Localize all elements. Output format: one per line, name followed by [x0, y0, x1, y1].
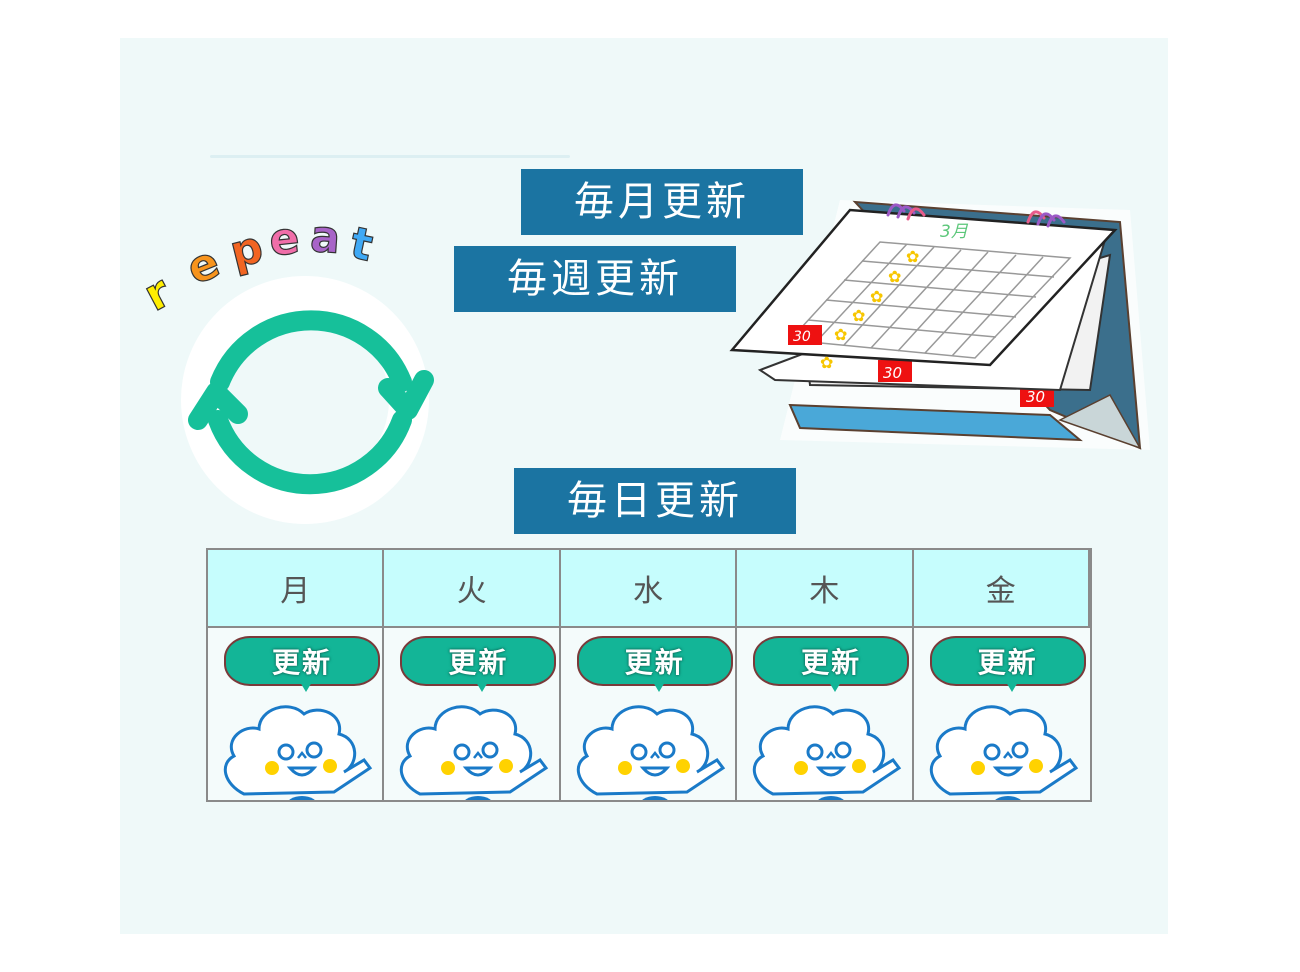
day-cell-wed: 更新	[560, 628, 738, 800]
day-header-thu: 木	[737, 550, 914, 628]
svg-text:✿: ✿	[834, 325, 847, 344]
update-speech-bubble: 更新	[576, 636, 733, 686]
cloud-mascot-icon	[400, 705, 549, 800]
svg-text:e: e	[267, 213, 302, 267]
day-header-fri: 金	[913, 550, 1090, 628]
bubble-tail	[829, 682, 842, 692]
svg-text:a: a	[309, 211, 342, 264]
weekly-update-label: 毎週更新	[454, 246, 736, 312]
cloud-mascot-icon	[929, 705, 1078, 800]
monthly-update-label: 毎月更新	[521, 169, 803, 235]
svg-text:30: 30	[793, 329, 811, 345]
svg-text:r: r	[140, 266, 179, 321]
cloud-mascot-icon	[223, 705, 373, 800]
svg-text:✿: ✿	[870, 287, 883, 306]
day-header-tue: 火	[384, 550, 561, 628]
svg-text:p: p	[225, 221, 268, 278]
update-speech-bubble: 更新	[400, 636, 557, 686]
update-speech-bubble: 更新	[753, 636, 910, 686]
bubble-tail	[1005, 682, 1018, 692]
svg-text:✿: ✿	[888, 267, 901, 286]
desk-calendar-icon: 30 30 30 ✿✿✿✿✿✿ 3月	[720, 180, 1160, 470]
daily-update-label: 毎日更新	[514, 468, 796, 534]
svg-text:✿: ✿	[852, 306, 865, 325]
update-speech-bubble: 更新	[929, 636, 1086, 686]
cloud-mascot-icon	[576, 705, 725, 800]
svg-text:3月: 3月	[940, 222, 969, 242]
svg-text:✿: ✿	[820, 353, 833, 372]
day-cell-mon: 更新	[208, 628, 385, 800]
update-speech-bubble: 更新	[224, 636, 380, 686]
day-cell-fri: 更新	[913, 628, 1090, 800]
svg-text:30: 30	[883, 364, 902, 382]
bubble-tail	[300, 682, 312, 692]
repeat-graphic: r e p e a t	[135, 210, 440, 530]
day-header-mon: 月	[208, 550, 385, 628]
divider	[210, 155, 570, 158]
day-header-wed: 水	[560, 550, 738, 628]
weekday-schedule-table: 月 火 水 木 金 更新 更新 更新	[206, 548, 1092, 802]
day-cell-tue: 更新	[384, 628, 561, 800]
svg-text:30: 30	[1026, 388, 1045, 406]
bubble-tail	[476, 682, 489, 692]
day-cell-thu: 更新	[737, 628, 914, 800]
bubble-tail	[652, 682, 665, 692]
cloud-mascot-icon	[752, 705, 902, 800]
cycle-arrows-icon: r e p e a t	[135, 210, 434, 524]
svg-text:e: e	[180, 237, 227, 295]
svg-text:t: t	[346, 218, 377, 272]
svg-text:✿: ✿	[906, 247, 919, 266]
